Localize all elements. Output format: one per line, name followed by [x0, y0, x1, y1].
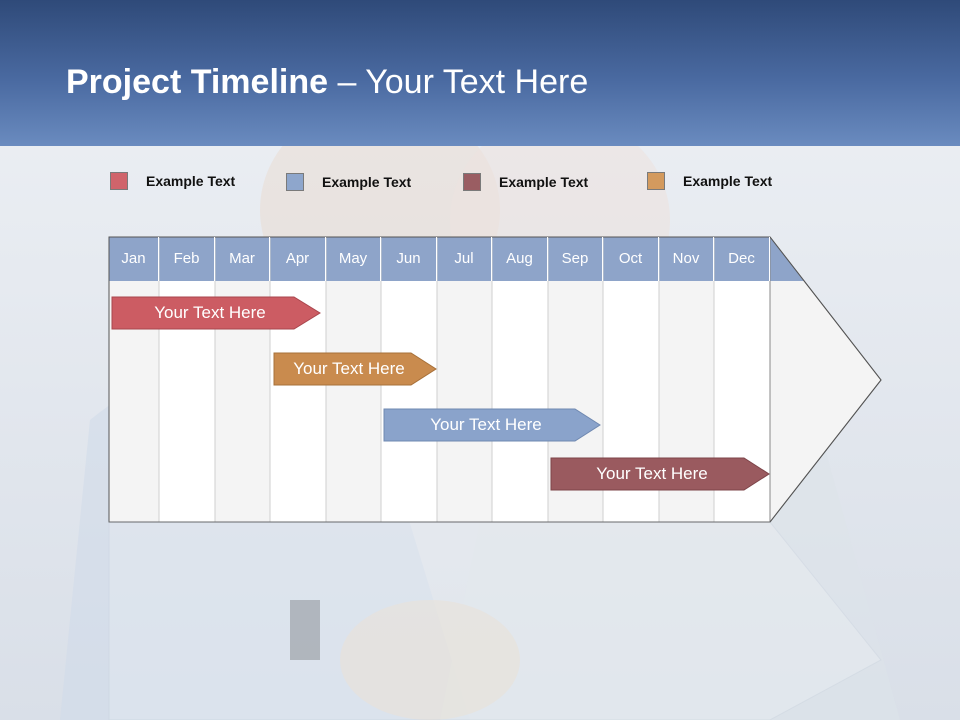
legend-item: Example Text	[286, 171, 411, 193]
month-label: Mar	[215, 237, 270, 281]
month-label: Sep	[548, 237, 603, 281]
month-label: Aug	[492, 237, 548, 281]
legend-label: Example Text	[322, 174, 412, 190]
task-label: Your Text Here	[154, 303, 266, 322]
legend-swatch	[647, 172, 665, 190]
month-label: Nov	[659, 237, 714, 281]
month-label: Jun	[381, 237, 437, 281]
month-column	[381, 281, 437, 522]
title-rest: – Your Text Here	[328, 63, 589, 101]
legend-item: Example Text	[110, 170, 235, 192]
task-arrow	[550, 457, 770, 491]
timeline-reflection	[108, 521, 882, 720]
title-bold: Project Timeline	[66, 63, 329, 101]
month-label: Apr	[270, 237, 326, 281]
month-header-strip	[109, 237, 804, 281]
legend-item: Example Text	[647, 170, 772, 192]
month-column	[492, 281, 548, 522]
page-title: Project Timeline – Your Text Here	[66, 60, 588, 104]
month-label: May	[326, 237, 381, 281]
task-label: Your Text Here	[430, 415, 542, 434]
legend-swatch	[463, 173, 481, 191]
title-banner: Project Timeline – Your Text Here	[0, 0, 960, 146]
month-label: Oct	[603, 237, 659, 281]
legend-item: Example Text	[463, 171, 588, 193]
task-arrow	[383, 408, 601, 442]
legend-swatch	[286, 173, 304, 191]
task-label: Your Text Here	[596, 464, 708, 483]
legend-label: Example Text	[683, 173, 773, 189]
month-label: Jan	[109, 237, 159, 281]
legend-swatch	[110, 172, 128, 190]
task-arrow	[273, 352, 437, 386]
task-label: Your Text Here	[293, 359, 405, 378]
month-label: Feb	[159, 237, 215, 281]
legend-label: Example Text	[146, 173, 236, 189]
task-arrow	[111, 296, 321, 330]
month-label: Dec	[714, 237, 770, 281]
month-label: Jul	[437, 237, 492, 281]
legend-label: Example Text	[499, 174, 589, 190]
